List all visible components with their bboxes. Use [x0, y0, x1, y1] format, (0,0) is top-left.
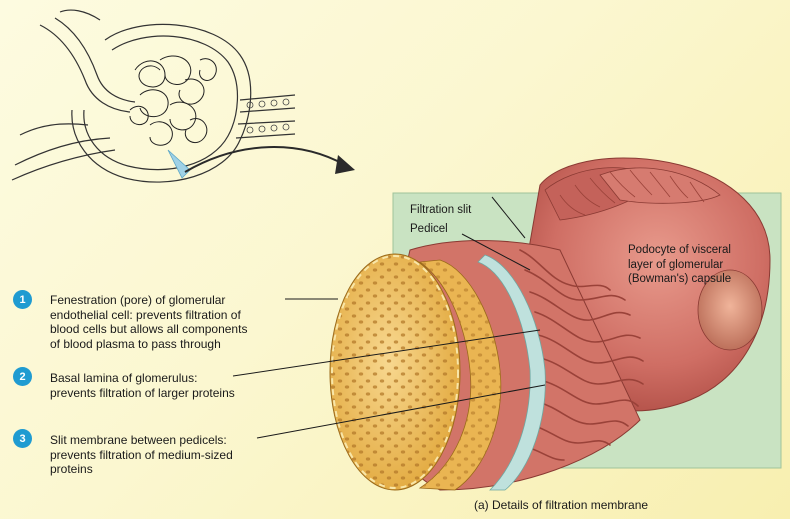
figure-caption: (a) Details of filtration membrane	[474, 498, 649, 512]
item-3-line-3: proteins	[50, 462, 93, 476]
item-3-line-2: prevents filtration of medium-sized	[50, 447, 233, 462]
zoom-arrow	[184, 146, 346, 173]
item-2-line-2: prevents filtration of larger proteins	[50, 385, 235, 400]
highlight-region	[167, 149, 191, 179]
item-3-line-1: Slit membrane between pedicels:	[50, 433, 227, 447]
badge-1: 1	[13, 290, 32, 309]
zoom-arrow-head	[335, 155, 355, 174]
label-filtration-slit: Filtration slit	[410, 204, 472, 216]
item-1-line-4: of blood plasma to pass through	[50, 336, 221, 351]
item-2-text: Basal lamina of glomerulus: prevents fil…	[50, 371, 235, 400]
label-podocyte-line-3: (Bowman's) capsule	[628, 273, 732, 285]
item-1-line-2: endothelial cell: prevents filtration of	[50, 307, 241, 322]
item-2-line-1: Basal lamina of glomerulus:	[50, 371, 198, 385]
badge-3: 3	[13, 429, 32, 448]
endothelial-cell	[329, 253, 502, 491]
label-podocyte-line-1: Podocyte of visceral	[628, 244, 731, 256]
label-podocyte: Podocyte of visceral layer of glomerular…	[628, 243, 731, 287]
label-podocyte-line-2: layer of glomerular	[628, 258, 724, 271]
basal-lamina	[477, 254, 546, 491]
item-1-text: Fenestration (pore) of glomerular endoth…	[50, 293, 247, 351]
leader-lines	[232, 196, 546, 439]
badge-2: 2	[13, 367, 32, 386]
renal-corpuscle-sketch	[11, 9, 296, 183]
item-1-line-1: Fenestration (pore) of glomerular	[50, 293, 226, 307]
label-pedicel: Pedicel	[410, 223, 448, 235]
podocyte-nucleus	[697, 269, 763, 351]
item-3-text: Slit membrane between pedicels: prevents…	[50, 433, 233, 477]
item-1-line-3: blood cells but allows all components	[50, 322, 248, 336]
